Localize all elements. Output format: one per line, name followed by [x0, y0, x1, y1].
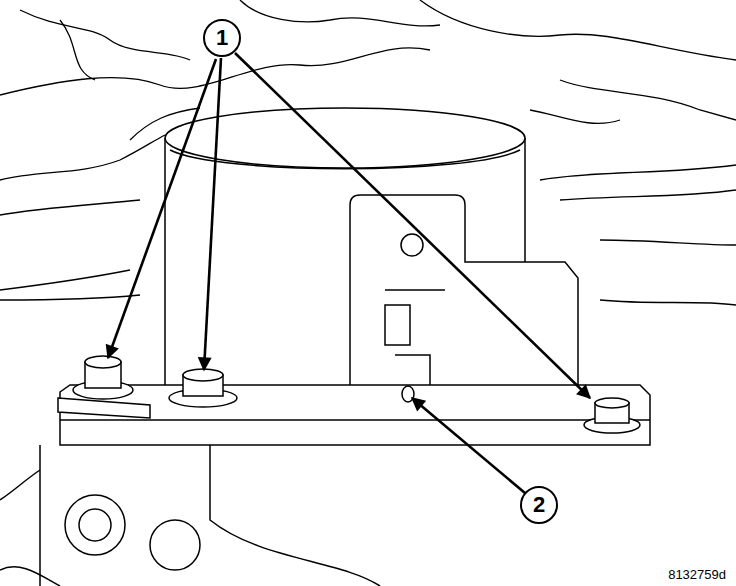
- callout-number: 1: [216, 27, 228, 49]
- callout-circle: 1: [203, 19, 241, 57]
- bolts: [58, 356, 640, 433]
- callout-circle: 2: [520, 486, 558, 524]
- housing: [0, 108, 650, 586]
- leader-lines: [108, 53, 590, 493]
- figure-number: 8132759d: [666, 567, 728, 582]
- callout-number: 2: [533, 494, 545, 516]
